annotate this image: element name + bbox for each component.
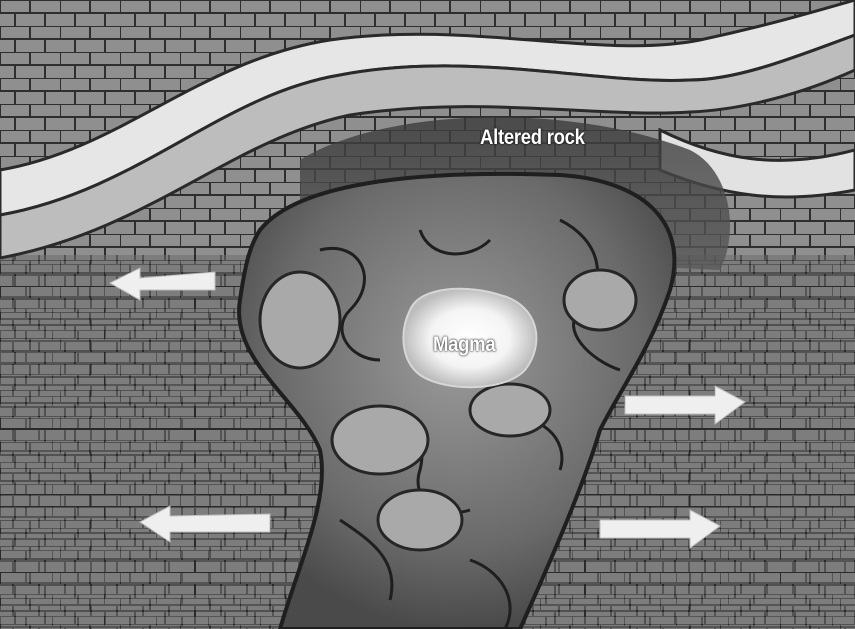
magma-label: Magma (433, 333, 495, 357)
altered-rock-label: Altered rock (480, 126, 585, 150)
